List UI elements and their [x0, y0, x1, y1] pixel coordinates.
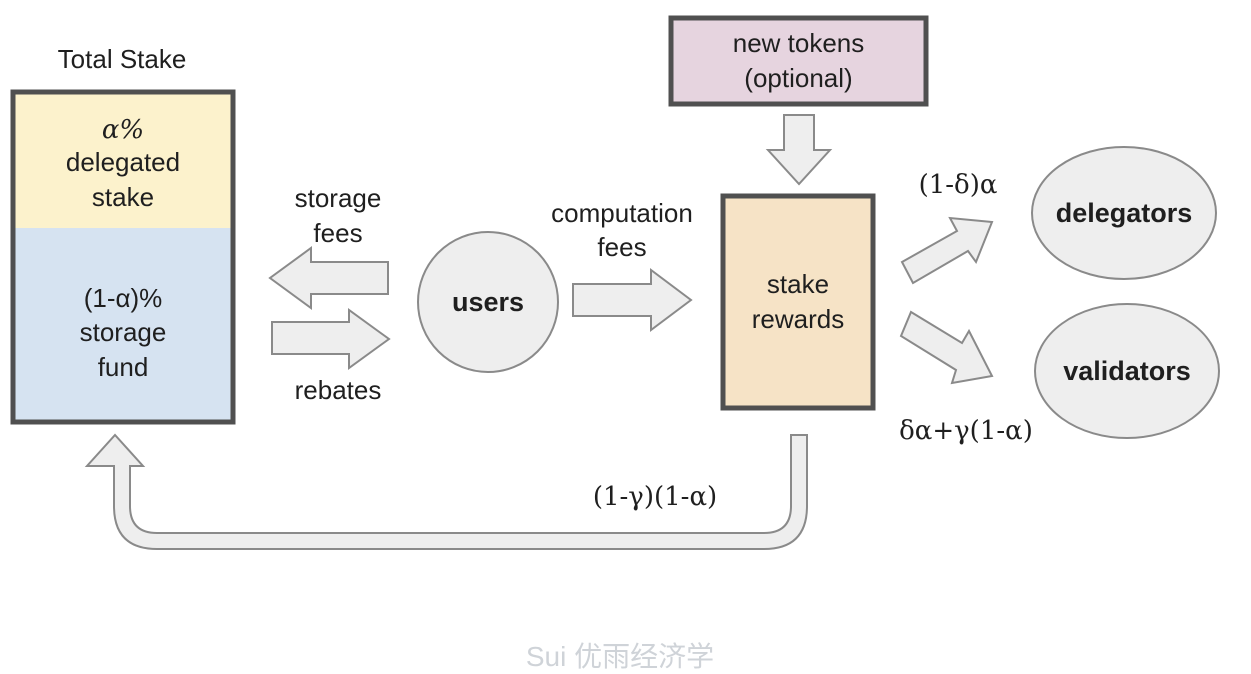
users-label: users [451, 287, 525, 317]
watermark-text: Sui 优雨经济学 [525, 641, 715, 672]
delegator-share-label: (1-δ)α [918, 170, 998, 200]
total-stake-title: Total Stake [57, 44, 187, 74]
delegators-node [1031, 146, 1217, 280]
storage-fund-region [13, 228, 233, 422]
flow-diagram [10, 15, 1220, 550]
delegated-label: delegated [65, 147, 181, 177]
stake-rewards-box [720, 193, 876, 411]
storage-fees-label-line1: storage [294, 183, 382, 213]
validators-node [1034, 303, 1220, 439]
computation-fees-arrow [572, 268, 693, 332]
new-tokens-arrow [765, 114, 833, 186]
total-stake-box [10, 89, 236, 425]
new-tokens-label-line1: new tokens [732, 28, 865, 58]
stake-rewards-label-line1: stake [766, 269, 830, 299]
storage-return-label: (1-γ)(1-α) [592, 482, 718, 512]
storage-fees-label-line2: fees [313, 218, 363, 248]
storage-percent-label: (1-α)% [83, 283, 163, 313]
fund-label: fund [97, 352, 149, 382]
new-tokens-box [668, 15, 929, 107]
validators-arrow [899, 310, 994, 385]
rebates-arrow [271, 308, 391, 370]
new-tokens-label-line2: (optional) [744, 63, 853, 93]
computation-fees-label-line2: fees [597, 232, 647, 262]
stake-label: stake [91, 182, 155, 212]
validators-label: validators [1063, 356, 1191, 386]
storage-label: storage [79, 317, 167, 347]
users-node [417, 231, 559, 373]
validator-share-label: δα+γ(1-α) [899, 416, 1033, 446]
stake-rewards-label-line2: rewards [751, 304, 845, 334]
computation-fees-label-line1: computation [551, 198, 693, 228]
delegated-stake-region [13, 92, 233, 228]
delegators-arrow [900, 216, 994, 285]
rebates-label: rebates [294, 375, 382, 405]
delegators-label: delegators [1055, 198, 1193, 228]
delegated-percent-label: α% [101, 115, 145, 145]
storage-fees-arrow [268, 246, 389, 310]
storage-return-arrow [84, 433, 808, 550]
